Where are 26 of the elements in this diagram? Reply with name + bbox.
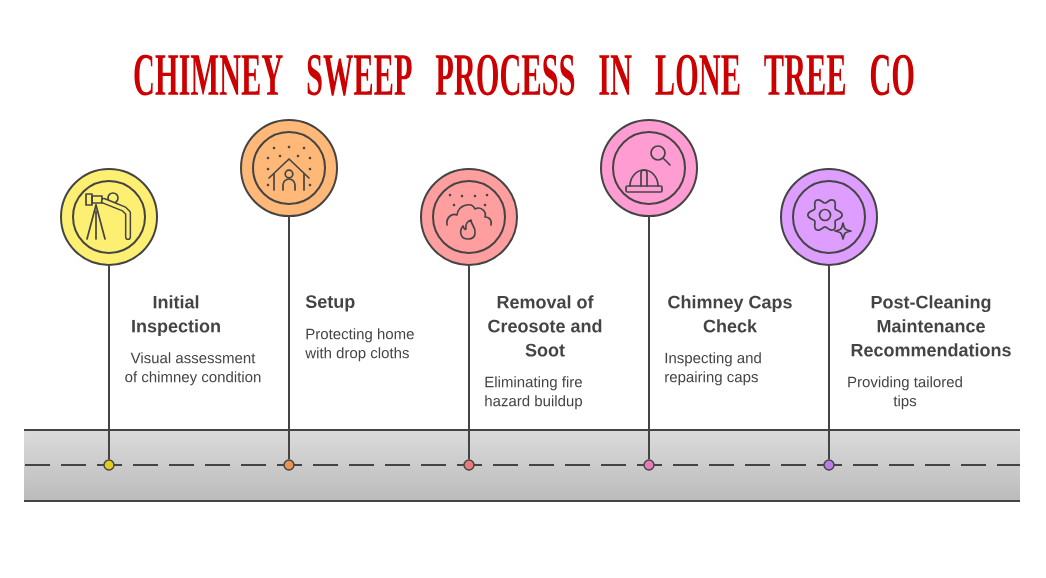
road-marker: [283, 459, 295, 471]
connector-line: [108, 265, 110, 461]
step-heading: Removal of Creosote and Soot: [488, 295, 602, 357]
road-marker: [643, 459, 655, 471]
step-description: Protecting home with drop cloths: [305, 328, 414, 362]
step-heading: Initial Inspection: [132, 295, 220, 337]
step-circle: [240, 119, 338, 217]
road-marker: [823, 459, 835, 471]
step-circle: [60, 168, 158, 266]
step-heading: Post-Cleaning Maintenance Recommendations: [851, 295, 1011, 357]
step-description: Providing tailored tips: [848, 376, 962, 410]
connector-line: [288, 216, 290, 461]
step-heading: Chimney Caps Check: [668, 295, 792, 333]
step-description: Inspecting and repairing caps: [665, 352, 761, 386]
step-heading: Setup: [305, 295, 355, 312]
step-circle: [600, 119, 698, 217]
step-circle: [780, 168, 878, 266]
title: CHIMNEY SWEEP PROCESS IN LONE TREE CO: [134, 54, 914, 96]
connector-line: [648, 216, 650, 461]
road-marker: [103, 459, 115, 471]
step-description: Visual assessment of chimney condition: [125, 352, 261, 386]
step-circle: [420, 168, 518, 266]
step-description: Eliminating fire hazard buildup: [485, 376, 582, 410]
connector-line: [468, 265, 470, 461]
road-marker: [463, 459, 475, 471]
connector-line: [828, 265, 830, 461]
